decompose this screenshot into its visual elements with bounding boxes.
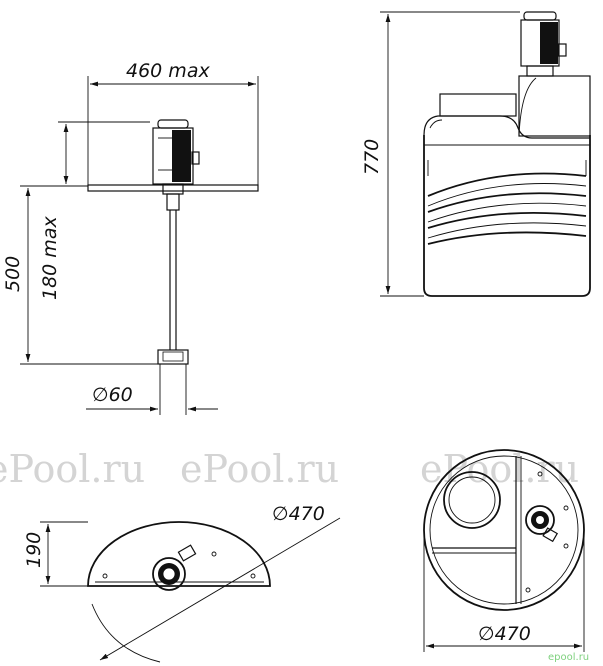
diameter-symbol-60: ∅ [92,384,109,406]
mixer-side-view: 460 max 500 180 max ∅60 [2,60,259,415]
dim-190: 190 [23,532,45,568]
half-cover [87,521,271,587]
svg-text:∅60: ∅60 [92,384,133,406]
motor-flange [152,557,186,591]
terminal-box [191,151,200,165]
motor-platform [518,75,591,137]
dim-tank-470: 470 [495,623,531,645]
fill-cap [439,93,517,117]
watermark-middle: ePool.ru [180,447,339,491]
tank-top-view: ∅470 [423,449,585,652]
impeller [157,349,189,365]
svg-text:∅470: ∅470 [272,503,325,525]
mounting-plate [87,184,259,192]
dim-cover-470: 470 [289,503,325,525]
motor-shading [172,130,191,182]
svg-text:∅470: ∅470 [478,623,531,645]
dim-180-max: 180 max [39,216,61,300]
dim-770: 770 [361,139,383,175]
diameter-symbol-cover: ∅ [272,503,289,525]
motor-cap [157,119,189,129]
dim-460-max: 460 max [126,60,210,82]
dim-60: 60 [109,384,133,406]
dim-500: 500 [2,256,24,292]
tank-side-view: 770 [361,11,591,297]
tank-inner-rim [429,455,579,605]
fill-opening [443,471,501,529]
half-cover-top-view: 190 ∅470 [23,503,341,663]
site-logo: epool.ru [548,652,589,663]
top-motor [525,505,555,535]
watermark-left: ePool.ru [0,447,145,491]
tank-body [423,135,591,297]
diameter-symbol-tank: ∅ [478,623,495,645]
